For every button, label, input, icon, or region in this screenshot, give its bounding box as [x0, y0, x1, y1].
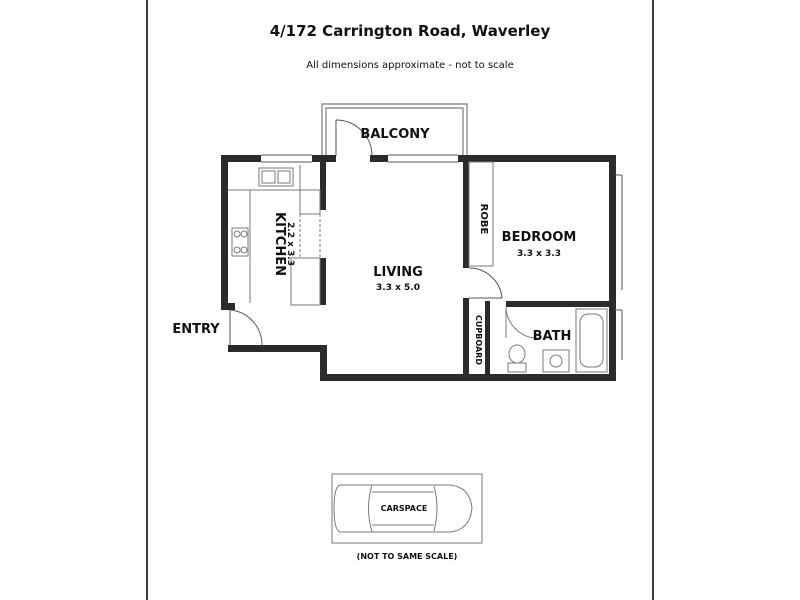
balcony-label: BALCONY: [360, 127, 430, 142]
kitchen-dimensions: 2.2 x 3.3: [285, 222, 295, 266]
carspace-scale-note: (NOT TO SAME SCALE): [357, 552, 458, 561]
bedroom-dimensions: 3.3 x 3.3: [517, 249, 561, 259]
plan-title: 4/172 Carrington Road, Waverley: [269, 22, 551, 40]
kitchen-fixtures: [228, 165, 321, 306]
carspace-label: CARSPACE: [381, 504, 428, 513]
cupboard-label: CUPBOARD: [474, 315, 483, 365]
balcony-door: [335, 119, 373, 157]
kitchen-label-group: KITCHEN 2.2 x 3.3: [272, 212, 295, 276]
sheet-left-border: [146, 0, 148, 600]
windows: [261, 154, 623, 360]
bath-fixtures: [505, 306, 608, 373]
robe-label-group: ROBE: [478, 204, 489, 235]
carspace-drawing: [331, 473, 483, 544]
living-dimensions: 3.3 x 5.0: [376, 283, 420, 293]
robe-unit: [468, 161, 494, 267]
sheet-right-border: [652, 0, 654, 600]
entry-door: [229, 309, 263, 346]
bedroom-label: BEDROOM: [502, 230, 577, 245]
robe-label: ROBE: [478, 204, 489, 235]
cupboard-label-group: CUPBOARD: [474, 315, 483, 365]
entry-label: ENTRY: [172, 322, 220, 337]
balcony-outline: [321, 103, 468, 158]
bath-label: BATH: [533, 329, 572, 344]
plan-subtitle: All dimensions approximate - not to scal…: [306, 60, 514, 71]
walls: [221, 155, 616, 381]
bedroom-door: [468, 267, 503, 299]
kitchen-label: KITCHEN: [272, 212, 287, 276]
living-label: LIVING: [373, 265, 423, 280]
